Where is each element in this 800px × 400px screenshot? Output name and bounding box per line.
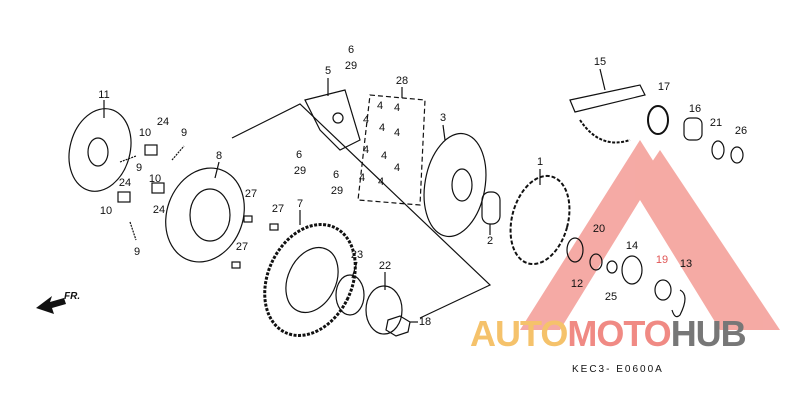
callout: 10 xyxy=(148,173,162,185)
callout: 6 xyxy=(295,149,303,161)
part-7-starter-gear xyxy=(263,223,357,337)
part-13-clip xyxy=(671,289,686,318)
watermark-moto: MOTO xyxy=(567,313,671,354)
callout: 16 xyxy=(688,103,702,115)
callout: 7 xyxy=(296,198,304,210)
callout: 5 xyxy=(324,65,332,77)
callout: 10 xyxy=(99,205,113,217)
callout: 1 xyxy=(536,156,544,168)
part-23-bearing xyxy=(335,274,365,316)
part-28-roller-set xyxy=(357,94,426,206)
callout: 4 xyxy=(393,102,401,114)
part-14-spindle xyxy=(621,255,643,285)
part-3-drive-face xyxy=(423,132,487,238)
callout: 9 xyxy=(135,162,143,174)
part-8-clutch-outer xyxy=(165,167,245,263)
callout: 2 xyxy=(486,235,494,247)
part-12-gear xyxy=(566,237,584,263)
callout: 21 xyxy=(709,117,723,129)
callout: 14 xyxy=(625,240,639,252)
part-5-ramp-plate xyxy=(304,89,361,151)
callout: 4 xyxy=(362,144,370,156)
callout: 22 xyxy=(378,260,392,272)
front-marker: FR. xyxy=(64,291,81,302)
watermark-logo xyxy=(520,140,780,330)
callout: 6 xyxy=(347,44,355,56)
part-21-washer xyxy=(711,140,725,160)
part-22-circlip xyxy=(365,285,403,335)
watermark-text: AUTOMOTOHUB xyxy=(470,313,747,354)
part-20-washer xyxy=(589,253,603,271)
callout: 9 xyxy=(133,246,141,258)
part-16-bush xyxy=(683,117,703,141)
callout: 23 xyxy=(350,249,364,261)
callout: 27 xyxy=(244,188,258,200)
callout: 29 xyxy=(293,165,307,177)
callout: 28 xyxy=(395,75,409,87)
part-25-bush xyxy=(606,260,618,274)
callout: 27 xyxy=(271,203,285,215)
callout: 4 xyxy=(380,150,388,162)
callout: 9 xyxy=(180,127,188,139)
callout: 29 xyxy=(330,185,344,197)
callout: 24 xyxy=(152,204,166,216)
callout: 10 xyxy=(138,127,152,139)
callout: 29 xyxy=(344,60,358,72)
callout: 3 xyxy=(439,112,447,124)
callout: 18 xyxy=(418,316,432,328)
callout: 6 xyxy=(332,169,340,181)
front-arrow-icon xyxy=(36,296,66,314)
part-11-plate xyxy=(68,108,132,192)
callout: 11 xyxy=(98,89,110,101)
part-2-collar xyxy=(481,191,501,225)
callout: 25 xyxy=(604,291,618,303)
callout: 19 xyxy=(655,254,669,266)
callout: 27 xyxy=(235,241,249,253)
watermark-auto: AUTO xyxy=(470,313,568,354)
callout: 26 xyxy=(734,125,748,137)
callout: 4 xyxy=(358,172,366,184)
callout: 15 xyxy=(593,56,607,68)
callout: 4 xyxy=(393,127,401,139)
callout: 4 xyxy=(377,176,385,188)
callout: 4 xyxy=(376,100,384,112)
callout: 4 xyxy=(362,114,370,126)
callout: 4 xyxy=(378,122,386,134)
watermark-hub: HUB xyxy=(670,313,747,354)
callout: 17 xyxy=(657,81,671,93)
part-17-spring xyxy=(647,105,669,135)
callout: 12 xyxy=(570,278,584,290)
part-26-clip xyxy=(730,146,744,164)
callout: 24 xyxy=(118,177,132,189)
part-18-nut xyxy=(385,315,411,337)
part-1-fan xyxy=(509,174,571,266)
callout: 13 xyxy=(679,258,693,270)
callout: 4 xyxy=(393,162,401,174)
callout: 20 xyxy=(592,223,606,235)
part-15-kick-shaft xyxy=(569,84,646,113)
part-10-roller xyxy=(144,144,158,156)
drawing-code: KEC3- E0600A xyxy=(572,364,664,375)
callout: 24 xyxy=(156,116,170,128)
callout: 8 xyxy=(215,150,223,162)
part-19-washer xyxy=(654,279,672,301)
